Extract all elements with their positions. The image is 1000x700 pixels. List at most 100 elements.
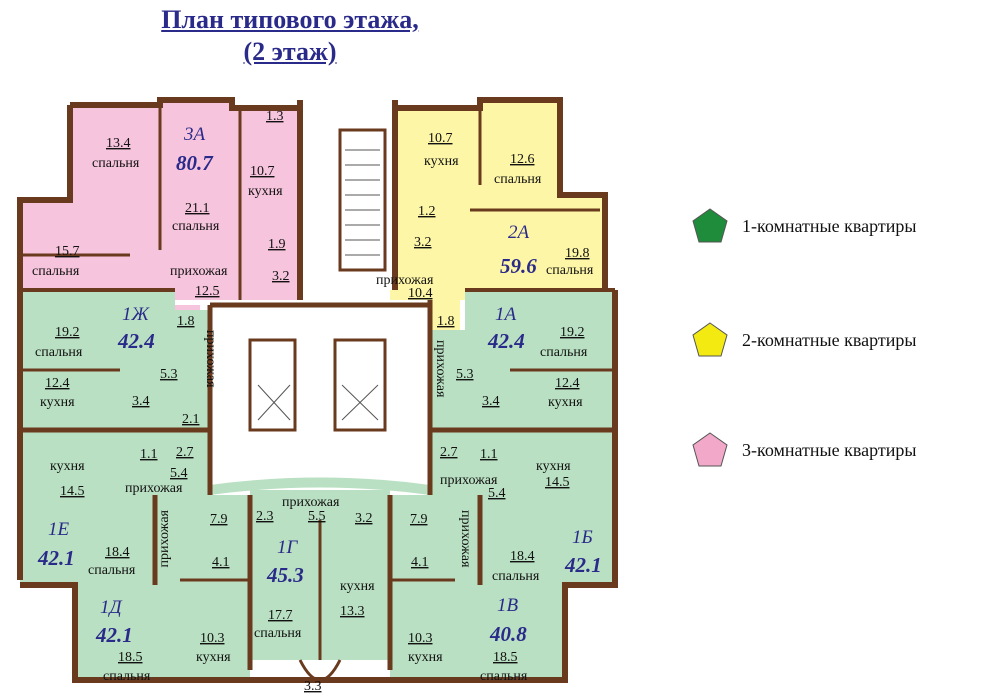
area-2A-hall: 10.4 xyxy=(408,286,433,301)
area-1D-hall: 7.9 xyxy=(210,512,228,527)
label-kitchen: кухня xyxy=(424,154,459,169)
area-1A-hall: 5.3 xyxy=(456,367,474,382)
label-kitchen: кухня xyxy=(248,184,283,199)
apartment-1G-area: 45.3 xyxy=(266,563,304,587)
pentagon-icon xyxy=(692,208,728,243)
area-1V-bedroom: 18.5 xyxy=(493,650,518,665)
apartment-1Zh-area: 42.4 xyxy=(117,329,155,353)
area-3A-small: 1.8 xyxy=(177,314,195,329)
legend-label: 3-комнатные квартиры xyxy=(742,439,917,460)
walls xyxy=(17,97,618,683)
label-hall: прихожая xyxy=(433,340,448,398)
title-line-1: План типового этажа, xyxy=(161,5,419,34)
area-1B-hall: 5.4 xyxy=(488,486,506,501)
pentagon-icon xyxy=(692,432,728,467)
area-1E-bedroom: 18.4 xyxy=(105,545,130,560)
apartment-2A-area: 59.6 xyxy=(500,254,537,278)
area-1Zh-bedroom: 19.2 xyxy=(55,325,80,340)
label-kitchen: кухня xyxy=(548,395,583,410)
area-3A-bedroom-1: 13.4 xyxy=(106,136,131,151)
area-3A-wc: 1.9 xyxy=(268,237,286,252)
legend-item-1room: 1-комнатные квартиры xyxy=(690,206,916,246)
area-1A-bath: 3.4 xyxy=(482,394,500,409)
area-1E-kitchen: 14.5 xyxy=(60,484,85,499)
label-hall: прихожая xyxy=(440,473,498,488)
area-3A-bath: 1.3 xyxy=(266,109,284,124)
area-1B-kitchen: 14.5 xyxy=(545,475,570,490)
label-kitchen: кухня xyxy=(340,579,375,594)
area-1A-kitchen: 12.4 xyxy=(555,376,580,391)
page-title: План типового этажа, (2 этаж) xyxy=(80,4,500,68)
apartment-1A-area: 42.4 xyxy=(487,329,525,353)
label-bedroom: спальня xyxy=(103,669,151,684)
label-bedroom: спальня xyxy=(540,345,588,360)
label-hall: прихожая xyxy=(203,330,218,388)
legend-label: 1-комнатные квартиры xyxy=(742,215,917,236)
area-1E-bath: 2.7 xyxy=(176,445,194,460)
yellow-apartment-2A xyxy=(390,100,605,330)
area-3A-bedroom-2: 21.1 xyxy=(185,201,210,216)
label-kitchen: кухня xyxy=(40,395,75,410)
area-2A-bedroom-2: 19.8 xyxy=(565,246,590,261)
apartment-1A-name: 1А xyxy=(495,304,517,325)
apartment-1V-name: 1В xyxy=(497,595,519,616)
apartment-1D-name: 1Д xyxy=(100,597,123,618)
label-bedroom: спальня xyxy=(92,156,140,171)
apartment-1Zh-name: 1Ж xyxy=(122,304,151,325)
apartment-1G-name: 1Г xyxy=(277,537,299,558)
apartment-3A-name: 3А xyxy=(183,124,206,145)
pentagon-icon xyxy=(692,322,728,357)
label-bedroom: спальня xyxy=(35,345,83,360)
title-line-2: (2 этаж) xyxy=(243,37,337,66)
area-3A-kitchen: 10.7 xyxy=(250,164,275,179)
area-2A-wc: 1.2 xyxy=(418,204,436,219)
area-1D-bedroom: 18.5 xyxy=(118,650,143,665)
area-1D-bath: 4.1 xyxy=(212,555,230,570)
area-1G-small: 2.3 xyxy=(256,509,274,524)
area-2A-bath: 3.2 xyxy=(414,235,432,250)
area-1B-wc: 1.1 xyxy=(480,447,498,462)
area-1Zh-small: 2.1 xyxy=(182,412,200,427)
label-bedroom: спальня xyxy=(480,669,528,684)
area-3A-hall: 12.5 xyxy=(195,284,220,299)
area-1E-hall: 5.4 xyxy=(170,466,188,481)
area-1B-bath: 2.7 xyxy=(440,445,458,460)
label-bedroom: спальня xyxy=(88,563,136,578)
label-bedroom: спальня xyxy=(172,219,220,234)
apartment-1B-name: 1Б xyxy=(572,527,593,548)
apartment-3A-area: 80.7 xyxy=(176,151,214,175)
label-bedroom: спальня xyxy=(494,172,542,187)
area-3A-bedroom-3: 15.7 xyxy=(55,244,80,259)
apartment-1E-name: 1Е xyxy=(48,519,70,540)
area-1E-wc: 1.1 xyxy=(140,447,158,462)
label-hall: прихожая xyxy=(157,509,172,567)
label-bedroom: спальня xyxy=(32,264,80,279)
label-bedroom: спальня xyxy=(254,626,302,641)
area-1G-kitchen: 13.3 xyxy=(340,604,365,619)
label-hall: прихожая xyxy=(458,510,473,568)
area-1G-balcony: 3.3 xyxy=(304,679,322,694)
apartment-1D-area: 42.1 xyxy=(95,623,133,647)
area-1V-kitchen: 10.3 xyxy=(408,631,433,646)
apartment-1E-area: 42.1 xyxy=(37,546,75,570)
label-hall: прихожая xyxy=(170,264,228,279)
area-1A-bedroom: 19.2 xyxy=(560,325,585,340)
area-2A-bedroom-1: 12.6 xyxy=(510,152,535,167)
area-1D-kitchen: 10.3 xyxy=(200,631,225,646)
label-hall: прихожая xyxy=(376,273,434,288)
area-2A-small: 1.8 xyxy=(437,314,455,329)
area-1V-hall: 7.9 xyxy=(410,512,428,527)
area-3A-bath-2: 3.2 xyxy=(272,269,290,284)
apartment-1B-area: 42.1 xyxy=(564,553,602,577)
legend-label: 2-комнатные квартиры xyxy=(742,329,917,350)
area-2A-kitchen: 10.7 xyxy=(428,131,453,146)
area-1B-bedroom: 18.4 xyxy=(510,549,535,564)
label-bedroom: спальня xyxy=(492,569,540,584)
area-1G-bath: 3.2 xyxy=(355,511,373,526)
area-1Zh-bath: 3.4 xyxy=(132,394,150,409)
area-1V-bath: 4.1 xyxy=(411,555,429,570)
area-1Zh-kitchen: 12.4 xyxy=(45,376,70,391)
stairs xyxy=(257,149,380,421)
label-hall: прихожая xyxy=(282,495,340,510)
